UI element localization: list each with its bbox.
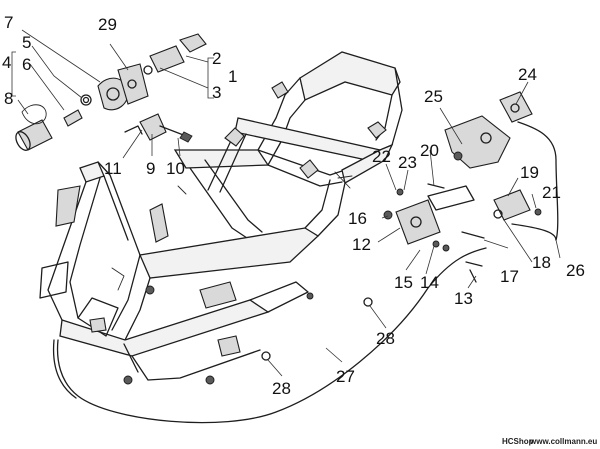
callout-4: 4: [2, 53, 11, 72]
callout-14: 14: [420, 273, 439, 292]
callout-24: 24: [518, 65, 537, 84]
callout-1: 1: [228, 67, 237, 86]
callout-23: 23: [398, 153, 417, 172]
footer-shop-name: HCShop: [502, 437, 534, 446]
seat-release-cables: [52, 247, 487, 424]
footer-watermark: HCShop www.collmann.eu: [502, 437, 597, 446]
seat-latch-parts: [383, 91, 559, 283]
lock-assembly-parts: [15, 33, 207, 151]
callout-26: 26: [566, 261, 585, 280]
callout-16: 16: [348, 209, 367, 228]
callout-27: 27: [336, 367, 355, 386]
callout-20: 20: [420, 141, 439, 160]
callout-3: 3: [212, 83, 221, 102]
callout-25: 25: [424, 87, 443, 106]
scooter-frame: [39, 51, 403, 385]
callout-28-lower: 28: [272, 379, 291, 398]
callout-18: 18: [532, 253, 551, 272]
callout-28-upper: 28: [376, 329, 395, 348]
callout-22: 22: [372, 147, 391, 166]
callout-6: 6: [22, 55, 31, 74]
callout-21: 21: [542, 183, 561, 202]
leader-lines: [11, 29, 561, 377]
callout-7: 7: [4, 13, 13, 32]
callout-10: 10: [166, 159, 185, 178]
callout-19: 19: [520, 163, 539, 182]
callout-13: 13: [454, 289, 473, 308]
callout-12: 12: [352, 235, 371, 254]
callout-labels: 7 5 4 6 8 29 2 1 3 11 9 10 24 25 20 22 2…: [2, 13, 585, 398]
footer-website: www.collmann.eu: [529, 437, 597, 446]
callout-15: 15: [394, 273, 413, 292]
callout-8: 8: [4, 89, 13, 108]
callout-29: 29: [98, 15, 117, 34]
callout-9: 9: [146, 159, 155, 178]
callout-2: 2: [212, 49, 221, 68]
callout-11: 11: [104, 159, 122, 178]
callout-5: 5: [22, 33, 31, 52]
callout-17: 17: [500, 267, 519, 286]
